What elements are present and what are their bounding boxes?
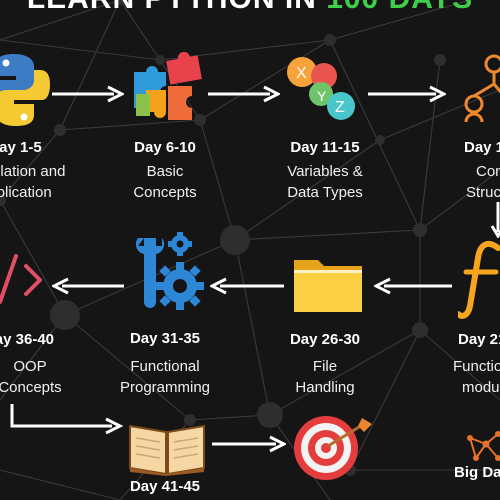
arrow-left-1 bbox=[374, 277, 452, 295]
code-brackets-icon bbox=[0, 254, 42, 304]
arrow-right-4 bbox=[212, 435, 286, 453]
step-1-desc-line1: Installation and bbox=[0, 163, 66, 180]
page-title: LEARN PYTHON IN 100 DAYS bbox=[0, 0, 500, 16]
arrow-corner-down-right bbox=[10, 404, 124, 434]
function-f-icon bbox=[458, 240, 500, 319]
arrow-left-3 bbox=[52, 277, 124, 295]
flowchart-icon bbox=[464, 54, 500, 123]
arrow-right-2 bbox=[208, 85, 280, 103]
svg-text:X: X bbox=[296, 65, 307, 82]
step-7-desc-line1: Functional bbox=[130, 358, 200, 375]
step-3-desc-line1: Variables & bbox=[287, 163, 363, 180]
step-5-desc-line2: modules bbox=[462, 379, 500, 396]
step-7-day: Day 31-35 bbox=[129, 330, 201, 347]
step-11-day: Big Da bbox=[454, 464, 500, 481]
step-4-desc-line2: Structures bbox=[466, 184, 500, 201]
tools-gear-icon bbox=[135, 232, 204, 310]
step-2-desc-line1: Basic bbox=[146, 163, 184, 180]
open-book-icon bbox=[129, 424, 205, 476]
step-3-day: Day 11-15 bbox=[290, 139, 360, 156]
step-4-desc-line1: Control bbox=[476, 163, 500, 180]
step-8-desc-line2: Concepts bbox=[0, 379, 62, 396]
step-2-day: Day 6-10 bbox=[134, 139, 196, 156]
step-6-desc-line1: File bbox=[312, 358, 338, 375]
svg-text:Y: Y bbox=[317, 88, 327, 104]
step-7-desc-line2: Programming bbox=[119, 379, 211, 396]
step-6-desc-line2: Handling bbox=[295, 379, 355, 396]
arrow-left-2 bbox=[210, 277, 284, 295]
python-logo-icon bbox=[0, 54, 50, 126]
title-green: 100 DAYS bbox=[326, 0, 473, 15]
step-3-desc-line2: Data Types bbox=[287, 184, 363, 201]
step-1-desc-line2: Application bbox=[0, 184, 52, 201]
step-9-day: Day 41-45 bbox=[129, 478, 201, 495]
network-icon bbox=[467, 431, 500, 461]
step-8-desc-line1: OOP bbox=[13, 358, 47, 375]
step-4-day: Day 16-20 bbox=[464, 139, 500, 156]
title-white: LEARN PYTHON IN bbox=[27, 0, 317, 15]
xyz-variables-icon: X Y Z bbox=[287, 57, 355, 120]
arrow-right-1 bbox=[52, 85, 124, 103]
arrow-right-3 bbox=[368, 85, 446, 103]
step-1-day: Day 1-5 bbox=[0, 139, 42, 156]
step-2-desc-line2: Concepts bbox=[133, 184, 197, 201]
arrow-down-right bbox=[490, 202, 500, 238]
svg-text:Z: Z bbox=[335, 99, 345, 116]
folder-icon bbox=[294, 260, 362, 312]
target-icon bbox=[294, 416, 372, 480]
step-8-day: Day 36-40 bbox=[0, 331, 55, 348]
step-5-day: Day 21-25 bbox=[458, 331, 500, 348]
puzzle-icon bbox=[134, 52, 202, 120]
step-5-desc-line1: Functions & bbox=[453, 358, 500, 375]
step-6-day: Day 26-30 bbox=[289, 331, 361, 348]
